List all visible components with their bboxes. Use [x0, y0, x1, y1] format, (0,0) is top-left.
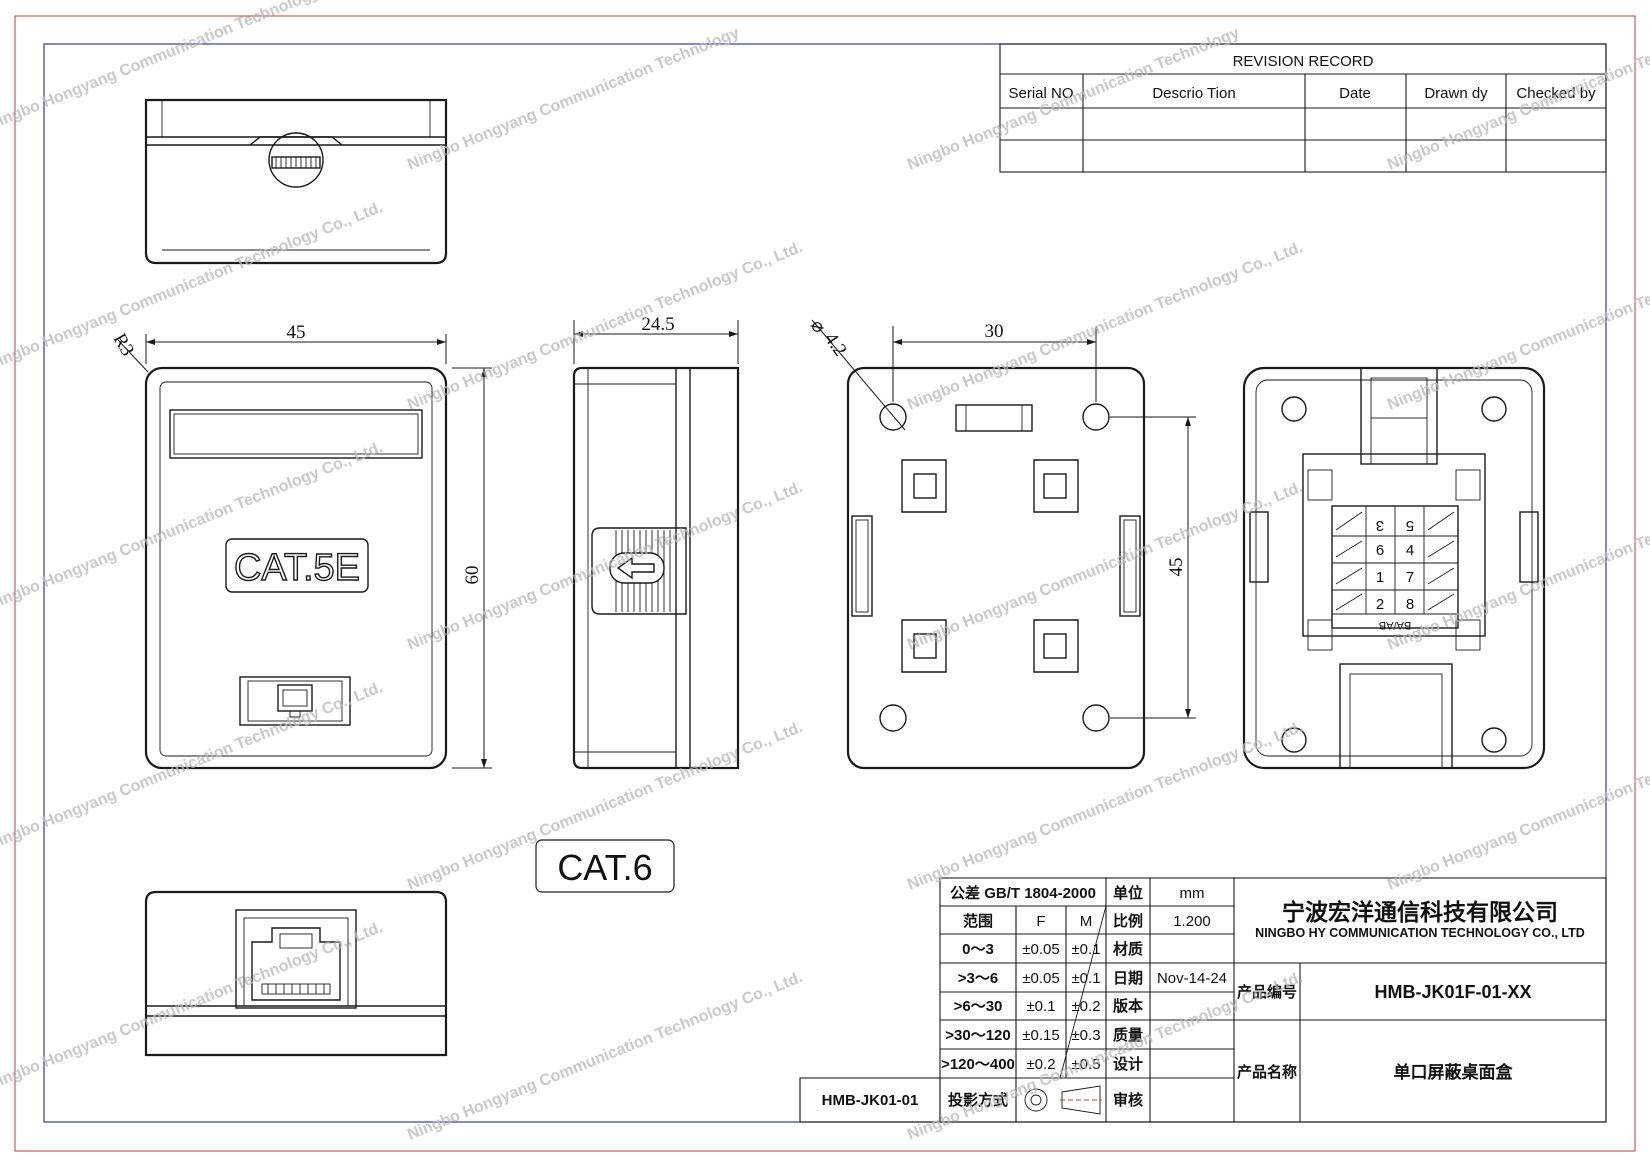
- product-name-label: 产品名称: [1237, 1063, 1297, 1081]
- terminal-pin-6: 6: [1376, 542, 1384, 559]
- row-5-m: ±0.5: [1071, 1056, 1100, 1073]
- row-2-range: >3～6: [958, 970, 998, 987]
- front-view: CAT.5E: [144, 366, 448, 770]
- revision-record-title: REVISION RECORD: [1233, 53, 1374, 70]
- mounting-hole-bottom-left: [879, 704, 907, 732]
- cat6-label-frame: [535, 839, 675, 893]
- row-1-range: 0～3: [962, 941, 994, 958]
- watermark: Ningbo Hongyang Communication Technology: [1385, 264, 1650, 413]
- company-name-english: NINGBO HY COMMUNICATION TECHNOLOGY CO., …: [1255, 926, 1585, 940]
- revision-header-description: Descrio Tion: [1152, 85, 1235, 102]
- row-3-m: ±0.2: [1071, 998, 1100, 1015]
- dimension-hole-spacing-45: 45: [1166, 558, 1187, 577]
- review-label: 审核: [1113, 1091, 1143, 1109]
- unit-value: mm: [1180, 885, 1205, 902]
- revision-header-drawn: Drawn dy: [1424, 85, 1488, 102]
- tolerance-standard: 公差 GB/T 1804-2000: [950, 884, 1096, 902]
- row-4-range: >30～120: [945, 1027, 1010, 1044]
- dimension-hole-spacing-30: 30: [985, 321, 1004, 342]
- scale-value: 1.200: [1173, 913, 1211, 930]
- quality-label: 质量: [1113, 1026, 1143, 1044]
- dimension-diameter-4-2: 4.2: [820, 329, 851, 360]
- watermark: Ningbo Hongyang Communication Technology: [405, 24, 742, 173]
- scale-label: 比例: [1113, 912, 1143, 930]
- side-view: [572, 366, 740, 770]
- back-view: [846, 366, 1146, 770]
- internal-view: 3 5 6 4 1 7 2 8 BA/AB: [1242, 366, 1546, 770]
- watermark: Ningbo Hongyang Communication Technology…: [0, 199, 385, 374]
- title-block: 公差 GB/T 1804-2000 单位 mm 范围 F M 比例 1.200 …: [799, 877, 1607, 1123]
- material-label: 材质: [1113, 940, 1143, 958]
- first-angle-projection-symbol-icon: [1024, 1085, 1102, 1115]
- terminal-pin-8: 8: [1406, 596, 1414, 613]
- terminal-pin-3: 3: [1376, 517, 1384, 534]
- row-3-f: ±0.1: [1026, 998, 1055, 1015]
- range-label: 范围: [963, 912, 993, 930]
- outer-sheet-border: [14, 15, 1636, 1152]
- row-1-f: ±0.05: [1022, 941, 1059, 958]
- terminal-pin-5: 5: [1406, 517, 1414, 534]
- cat6-label: CAT.6: [557, 847, 652, 888]
- product-number-label: 产品编号: [1237, 983, 1297, 1001]
- tolerance-col-m: M: [1080, 913, 1093, 930]
- date-label: 日期: [1113, 969, 1143, 987]
- row-2-m: ±0.1: [1071, 970, 1100, 987]
- terminal-wiring-code: BA/AB: [1379, 619, 1411, 631]
- date-value: Nov-14-24: [1157, 970, 1227, 987]
- revision-header-serial: Serial NO: [1008, 85, 1073, 102]
- design-label: 设计: [1113, 1055, 1143, 1073]
- terminal-pin-7: 7: [1406, 569, 1414, 586]
- row-5-range: >120～400: [941, 1056, 1015, 1073]
- mounting-hole-top-right: [1082, 403, 1110, 431]
- watermark: Ningbo Hongyang Communication Technology: [1385, 504, 1650, 653]
- dimension-diameter-symbol: ⌀: [806, 316, 830, 337]
- side-view-dimension: 24.5: [573, 314, 739, 364]
- watermark: Ningbo Hongyang Communication Technology: [1385, 744, 1650, 893]
- mounting-hole-bottom-right: [1082, 704, 1110, 732]
- projection-label: 投影方式: [948, 1091, 1008, 1109]
- terminal-pin-4: 4: [1406, 542, 1414, 559]
- row-1-m: ±0.1: [1071, 941, 1100, 958]
- dimension-height-60: 60: [462, 566, 483, 585]
- dimension-depth-24-5: 24.5: [641, 314, 674, 335]
- revision-header-date: Date: [1339, 85, 1371, 102]
- row-4-f: ±0.15: [1022, 1027, 1059, 1044]
- row-5-f: ±0.2: [1026, 1056, 1055, 1073]
- bottom-view: [144, 890, 448, 1057]
- version-label: 版本: [1113, 997, 1143, 1015]
- watermark: Ningbo Hongyang Communication Technology…: [0, 679, 385, 854]
- dimension-radius-r3: R3: [109, 330, 138, 360]
- watermark: Ningbo Hongyang Communication Technology…: [905, 479, 1305, 654]
- top-view: [144, 98, 448, 265]
- mounting-hole-top-left: [879, 403, 907, 431]
- cat5e-badge-frame: [225, 538, 369, 593]
- company-name-chinese: 宁波宏洋通信科技有限公司: [1282, 899, 1558, 925]
- product-name: 单口屏蔽桌面盒: [1394, 1062, 1514, 1082]
- tolerance-col-f: F: [1036, 913, 1045, 930]
- watermark: Ningbo Hongyang Communication Technology…: [905, 719, 1305, 894]
- terminal-pin-1: 1: [1376, 569, 1384, 586]
- unit-label: 单位: [1113, 884, 1143, 902]
- watermark: Ningbo Hongyang Communication Technology…: [905, 239, 1305, 414]
- drawing-number: HMB-JK01-01: [822, 1092, 919, 1109]
- watermark: Ningbo Hongyang Communication Technology: [0, 0, 322, 134]
- row-4-m: ±0.3: [1071, 1027, 1100, 1044]
- revision-record-table: REVISION RECORD Serial NO Descrio Tion D…: [999, 43, 1607, 173]
- row-3-range: >6～30: [954, 998, 1003, 1015]
- terminal-pin-2: 2: [1376, 596, 1384, 613]
- arrow-left-icon: [609, 552, 665, 584]
- revision-header-checked: Checked by: [1516, 85, 1596, 102]
- watermark: Ningbo Hongyang Communication Technology…: [405, 239, 805, 414]
- rj45-port-icon: [251, 927, 341, 1001]
- watermark: Ningbo Hongyang Communication Technology…: [405, 969, 805, 1144]
- row-2-f: ±0.05: [1022, 970, 1059, 987]
- product-number: HMB-JK01F-01-XX: [1374, 982, 1531, 1002]
- dimension-width-45: 45: [287, 322, 306, 343]
- cat5e-badge-label: CAT.5E: [234, 547, 360, 589]
